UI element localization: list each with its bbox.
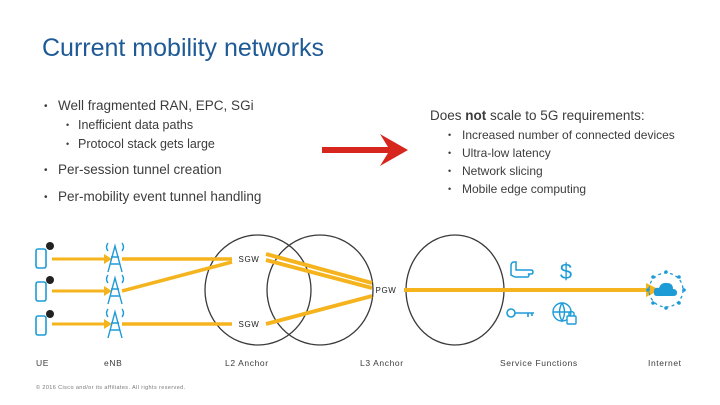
bullet-dot: • (66, 120, 70, 130)
bullet-dot: • (44, 192, 48, 203)
label-l2-anchor: L2 Anchor (225, 358, 269, 368)
l2-anchor-circle (204, 234, 312, 346)
right-heading-suffix: scale to 5G requirements: (486, 108, 645, 123)
bullet-text: Well fragmented RAN, EPC, SGi (58, 98, 254, 113)
label-service-functions: Service Functions (500, 358, 578, 368)
sgw-bottom-label: SGW (239, 320, 260, 329)
right-bullet-latency: • Ultra-low latency (448, 146, 551, 160)
internet-cloud-icon (646, 270, 686, 310)
right-heading-emphasis: not (465, 108, 487, 123)
bullet-text: Mobile edge computing (462, 182, 587, 196)
cell-tower-icon (105, 242, 125, 273)
right-bullet-devices: • Increased number of connected devices (448, 128, 675, 142)
bullet-dot: • (66, 139, 70, 149)
phone-icon (35, 276, 54, 302)
bullet-dot: • (44, 101, 48, 112)
bullet-text: Protocol stack gets large (78, 137, 215, 151)
enb-sgw-tunnels (121, 257, 233, 326)
dollar-icon: $ (560, 259, 572, 284)
bullet-text: Increased number of connected devices (462, 128, 675, 142)
bullet-text: Per-mobility event tunnel handling (58, 189, 262, 204)
cell-tower-icon (105, 274, 125, 305)
bullet-text: Network slicing (462, 164, 543, 178)
bullet-per-mobility: • Per-mobility event tunnel handling (44, 189, 261, 204)
bullet-text: Per-session tunnel creation (58, 162, 222, 177)
label-ue: UE (36, 358, 50, 368)
slide-title: Current mobility networks (42, 34, 325, 62)
globe-lock-icon (552, 302, 577, 325)
right-bullet-slicing: • Network slicing (448, 164, 543, 178)
right-heading-prefix: Does (430, 108, 466, 123)
l2-anchor-circle (266, 234, 374, 346)
bullet-protocol-stack: • Protocol stack gets large (66, 137, 215, 151)
sgw-pgw-tunnels (265, 252, 373, 326)
bullet-dot: • (448, 166, 452, 176)
right-heading: Does not scale to 5G requirements: (430, 108, 645, 123)
bullet-dot: • (448, 130, 452, 140)
pgw-label: PGW (376, 286, 397, 295)
red-arrow-icon (322, 134, 408, 166)
key-icon (506, 308, 534, 318)
sgw-top-label: SGW (239, 255, 260, 264)
phone-icon (35, 242, 54, 269)
right-bullet-edge: • Mobile edge computing (448, 182, 586, 196)
bullet-text: Inefficient data paths (78, 118, 194, 132)
bullet-text: Ultra-low latency (462, 146, 551, 160)
bullet-dot: • (448, 148, 452, 158)
label-internet: Internet (648, 358, 682, 368)
copyright-footer: © 2016 Cisco and/or its affiliates. All … (36, 385, 186, 391)
phone-icon (35, 310, 54, 336)
hand-icon (510, 261, 534, 278)
bullet-per-session: • Per-session tunnel creation (44, 162, 222, 177)
bullet-inefficient: • Inefficient data paths (66, 118, 193, 132)
network-diagram: SGW PGW SGW $ (35, 234, 686, 346)
bullet-dot: • (448, 184, 452, 194)
label-enb: eNB (104, 358, 123, 368)
cell-tower-icon (105, 308, 125, 339)
ue-enb-tunnels (52, 257, 106, 326)
bullet-fragmented: • Well fragmented RAN, EPC, SGi (44, 98, 254, 113)
tunnel-arrowheads (104, 254, 112, 329)
bullet-dot: • (44, 165, 48, 176)
label-l3-anchor: L3 Anchor (360, 358, 404, 368)
